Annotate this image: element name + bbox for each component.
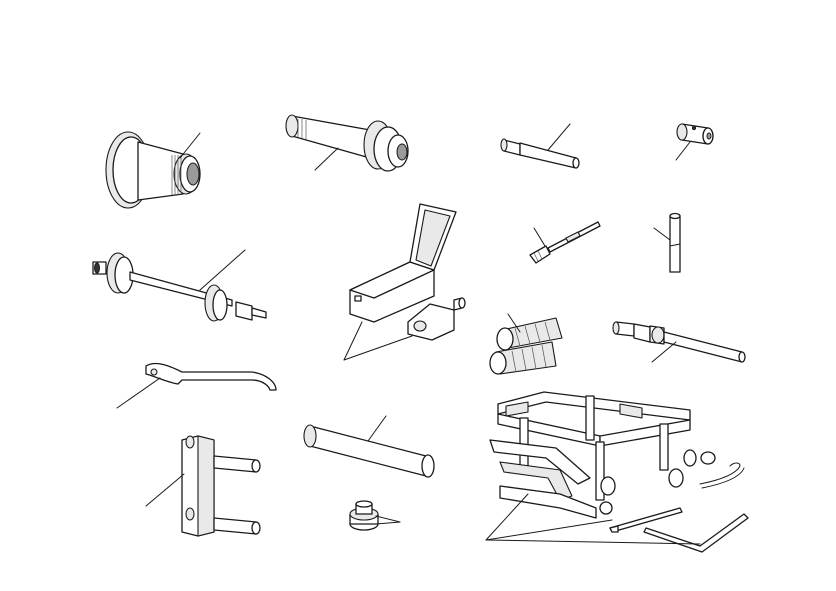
service-stand-jack — [485, 391, 749, 553]
leader-line — [485, 493, 529, 541]
leader-line — [651, 341, 677, 363]
bearing-puller-shaft — [92, 249, 267, 322]
nut-adapter — [349, 500, 401, 531]
stepped-pin-drift — [500, 123, 580, 169]
leader-line — [675, 141, 691, 161]
stepped-rod-tool — [612, 321, 746, 363]
leader-line — [343, 321, 363, 361]
leader-line — [507, 313, 521, 333]
leader-line — [199, 249, 246, 291]
leader-line — [375, 515, 401, 523]
cross-drilled-bushing — [675, 123, 714, 161]
leader-line — [375, 521, 401, 525]
cylindrical-drift — [303, 415, 435, 478]
hook-spanner — [116, 362, 277, 409]
tool-case-with-clamp — [343, 203, 466, 361]
leader-line — [485, 519, 613, 541]
flanged-bushing-drift — [285, 114, 409, 172]
leader-line — [367, 415, 387, 442]
leader-line — [145, 473, 185, 507]
split-knurled-sleeve — [489, 313, 563, 375]
flanged-threaded-sleeve — [105, 131, 201, 209]
threaded-pin — [529, 221, 601, 264]
leader-line — [179, 132, 201, 159]
leader-line — [343, 335, 413, 361]
leader-line — [547, 123, 571, 151]
leader-line — [116, 377, 161, 409]
leader-line — [653, 227, 671, 241]
leader-line — [314, 147, 339, 171]
split-pin — [653, 212, 681, 273]
leader-line — [485, 539, 701, 545]
two-pin-fork-holder — [145, 435, 261, 537]
leader-line — [533, 227, 546, 247]
